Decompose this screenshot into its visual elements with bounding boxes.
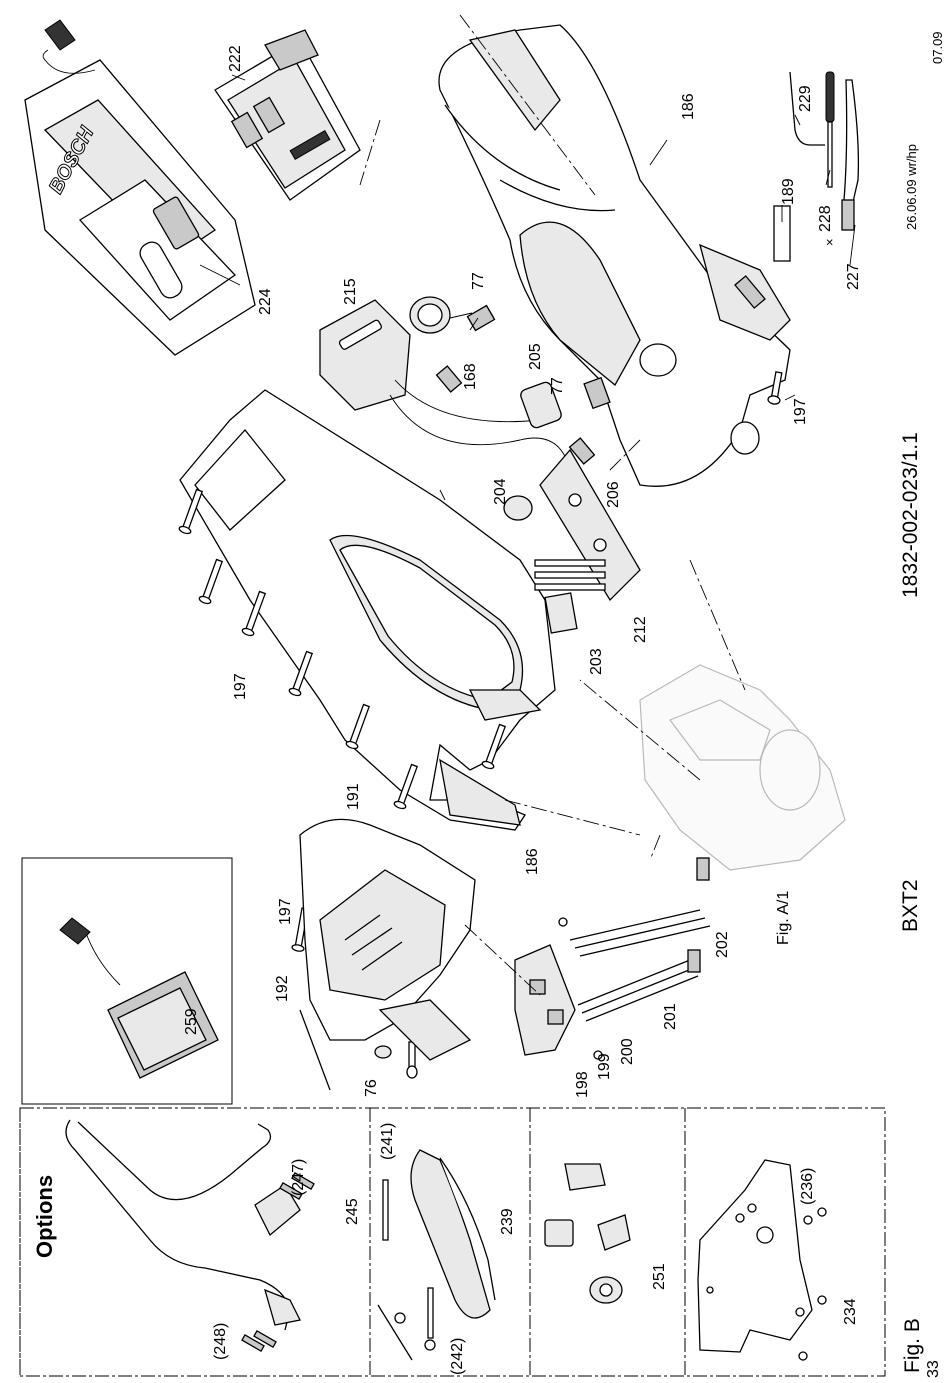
label-251: 251 — [651, 1263, 668, 1290]
part-198-control-board — [515, 918, 602, 1059]
label-229: 229 — [797, 85, 814, 112]
label-77a: 77 — [470, 272, 487, 290]
label-203: 203 — [588, 648, 605, 675]
label-222: 222 — [227, 45, 244, 72]
label-241: (241) — [379, 1123, 396, 1160]
label-227: 227 — [845, 263, 862, 290]
options-title: Options — [32, 1175, 57, 1258]
part-168-spring — [437, 366, 462, 392]
label-fig-a1: Fig. A/1 — [775, 891, 792, 945]
option-259-frame — [22, 858, 232, 1104]
page-info: Fig. B 33 BXT2 1832-002-023/1.1 26.06.09… — [899, 31, 945, 1378]
label-199: 199 — [596, 1053, 613, 1080]
label-239: 239 — [499, 1208, 516, 1235]
label-77b: 77 — [549, 377, 566, 395]
label-234: 234 — [842, 1298, 859, 1325]
label-245: 245 — [344, 1198, 361, 1225]
model-name: BXT2 — [899, 879, 922, 932]
label-197c: 197 — [792, 398, 809, 425]
label-224: 224 — [257, 288, 274, 315]
part-239-blade-guard — [378, 1150, 495, 1360]
label-186b: 186 — [524, 848, 541, 875]
label-259: 259 — [183, 1008, 200, 1035]
part-224-charger: BOSCH — [25, 20, 255, 355]
label-236: (236) — [799, 1168, 816, 1205]
part-203-connector — [545, 593, 577, 633]
label-242: (242) — [449, 1338, 466, 1375]
part-259-battery — [60, 918, 218, 1078]
label-186a: 186 — [680, 93, 697, 120]
label-times: × — [822, 238, 837, 246]
label-204: 204 — [492, 478, 509, 505]
label-197a: 197 — [232, 673, 249, 700]
revision-note: 26.06.09 wr/hp — [904, 144, 919, 230]
label-198: 198 — [574, 1071, 591, 1098]
fig-a1-ghost-saw — [640, 665, 845, 870]
label-248: (248) — [212, 1323, 229, 1360]
part-212-circuit-board — [535, 450, 640, 600]
part-77-switch — [467, 306, 494, 331]
screwdriver-icon — [826, 72, 834, 187]
label-189: 189 — [780, 178, 797, 205]
label-200: 200 — [619, 1038, 636, 1065]
part-245-guide-rail — [66, 1120, 314, 1351]
drawing-number: 1832-002-023/1.1 — [899, 432, 922, 598]
label-202: 202 — [714, 931, 731, 958]
label-215: 215 — [342, 278, 359, 305]
label-191: 191 — [345, 783, 362, 810]
label-212: 212 — [632, 616, 649, 643]
part-191-gear-housing — [300, 819, 475, 1060]
label-192: 192 — [274, 975, 291, 1002]
label-247: (247) — [290, 1159, 307, 1196]
part-251-adapters — [545, 1164, 630, 1303]
part-186-main-housing — [180, 390, 555, 830]
label-168: 168 — [462, 363, 479, 390]
label-76: 76 — [363, 1079, 380, 1097]
brush-icon — [842, 80, 858, 230]
label-228: 228 — [817, 205, 834, 232]
part-76-screw — [375, 1046, 391, 1058]
label-197b: 197 — [277, 898, 294, 925]
part-201-202-ribbon-cables — [570, 858, 710, 1021]
fig-label: Fig. B — [901, 1318, 924, 1373]
plug-icon — [45, 20, 75, 50]
page-number: 33 — [925, 1360, 942, 1378]
part-186-motor-housing — [439, 25, 790, 486]
date-code: 07.09 — [930, 31, 945, 64]
label-205: 205 — [527, 343, 544, 370]
label-201: 201 — [662, 1003, 679, 1030]
label-206: 206 — [605, 481, 622, 508]
